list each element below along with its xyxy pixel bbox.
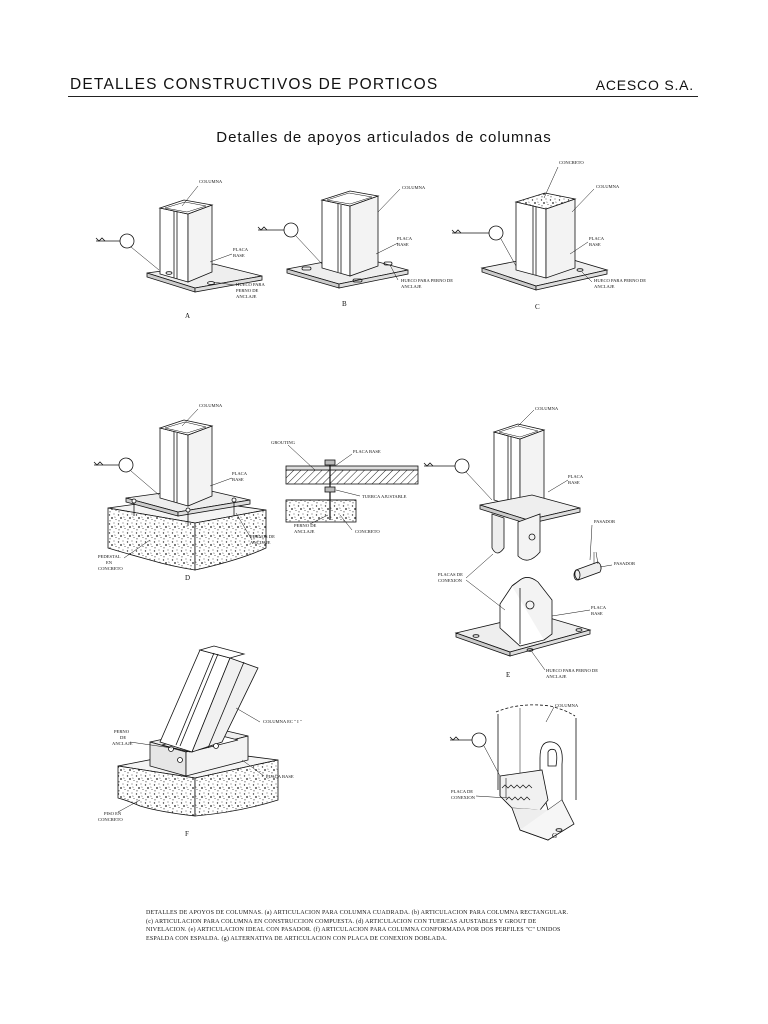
fig-f-placa-base-label: PLACA BASE [266,774,294,779]
figure-f [117,645,279,817]
fig-c-hueco-label-2: ANCLAJE [594,284,615,289]
fig-e-hueco-label-1: HUECO PARA PERNO DE [546,668,598,673]
fig-a-hueco-label-2: PERNO DE [236,288,259,293]
fig-d-pernos-label-1: PERNOS DE [250,534,275,539]
fig-e-placa2-label: PLACA [591,605,607,610]
fig-d-pedestal-label-2: EN [106,560,113,565]
fig-f-piso-label-2: CONCRETO [98,817,123,822]
fig-d-concreto-label: CONCRETO [355,529,380,534]
fig-c-hueco-label-1: HUECO PARA PERNO DE [594,278,646,283]
fig-d-base-label: BASE [232,477,244,482]
fig-d-placa-label: PLACA [232,471,248,476]
fig-a-hueco-label-3: ANCLAJE [236,294,257,299]
fig-e-columna-label: COLUMNA [535,406,559,411]
company-name: ACESCO S.A. [595,77,694,93]
fig-e-base-label: BASE [568,480,580,485]
fig-d-grouting-label: GROUTING [271,440,296,445]
fig-g-placa-label-2: CONEXION [451,795,476,800]
fig-a-letter: A [185,312,190,320]
fig-b-base-label: BASE [397,242,409,247]
document-title: DETALLES CONSTRUCTIVOS DE PORTICOS [70,76,439,93]
fig-e-pasador-label-a: PASADOR [594,519,616,524]
fig-b-hueco-label-2: ANCLAJE [401,284,422,289]
fig-f-perno-label-2: DE [120,735,126,740]
fig-f-letter: F [185,830,189,838]
fig-d-perno-label-1: PERNO DE [294,523,317,528]
fig-d-pedestal-label-3: CONCRETO [98,566,123,571]
fig-b-letter: B [342,300,347,308]
fig-b-hueco-label-1: HUECO PARA PERNO DE [401,278,453,283]
fig-e-base2-label: BASE [591,611,603,616]
fig-e-placas-label-2: CONEXION [438,578,463,583]
fig-g-placa-label-1: PLACA DE [451,789,473,794]
fig-d-letter: D [185,574,190,582]
fig-d-columna-label: COLUMNA [199,403,223,408]
fig-a-hueco-label-1: HUECO PARA [236,282,265,287]
fig-e-pasador-label-b: PASADOR [614,561,636,566]
fig-e-hueco-label-2: ANCLAJE [546,674,567,679]
figure-a [95,185,263,293]
figure-caption: DETALLES DE APOYOS DE COLUMNAS. (a) ARTI… [146,910,569,942]
fig-b-columna-label: COLUMNA [402,185,426,190]
header-divider [68,96,698,97]
fig-d-placa-base-label: PLACA BASE [353,449,381,454]
fig-c-concreto-label: CONCRETO [559,160,584,165]
fig-e-placas-label-1: PLACAS DE [438,572,463,577]
page-subtitle: Detalles de apoyos articulados de column… [216,129,552,146]
figure-c [451,166,609,291]
fig-d-tuerca-label: TUERCA AJUSTABLE [362,494,407,499]
fig-f-piso-label-1: PISO EN [104,811,122,816]
figure-g [449,704,577,841]
fig-b-placa-label: PLACA [397,236,413,241]
fig-d-perno-label-2: ANCLAJE [294,529,315,534]
fig-f-columna-label: COLUMNA EC " I " [263,719,302,724]
figure-d [93,408,267,571]
fig-f-perno-label-3: ANCLAJE [112,741,133,746]
figure-b [257,188,409,289]
fig-g-letter: G [552,832,557,840]
fig-c-placa-label: PLACA [589,236,605,241]
fig-c-columna-label: COLUMNA [596,184,620,189]
fig-c-letter: C [535,303,540,311]
fig-e-letter: E [506,671,510,679]
fig-d-pernos-label-2: ANCLAJE [250,540,271,545]
figure-e [423,409,613,671]
figure-d-section [285,444,419,531]
fig-g-columna-label: COLUMNA [555,703,579,708]
fig-e-placa-label: PLACA [568,474,584,479]
fig-a-base-label: BASE [233,253,245,258]
fig-f-perno-label-1: PERNO [114,729,130,734]
fig-a-placa-label: PLACA [233,247,249,252]
fig-d-pedestal-label-1: PEDESTAL [98,554,121,559]
fig-c-base-label: BASE [589,242,601,247]
fig-a-columna-label: COLUMNA [199,179,223,184]
